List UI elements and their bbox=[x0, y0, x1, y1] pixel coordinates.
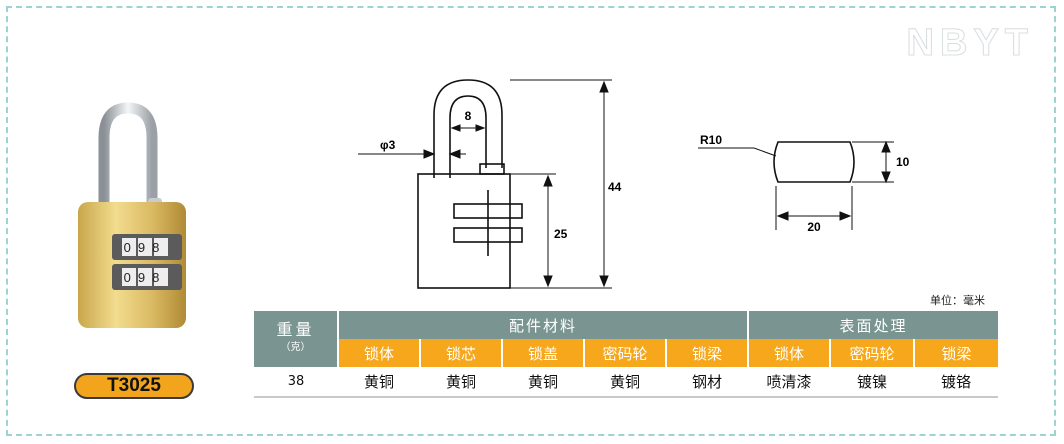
column-header: 密码轮 bbox=[583, 339, 666, 367]
weight-value: 38 bbox=[254, 367, 338, 398]
table-header-row: 锁体 锁芯 锁盖 密码轮 锁梁 锁体 密码轮 锁梁 bbox=[254, 339, 999, 367]
spec-table: 重量 （克） 配件材料 表面处理 锁体 锁芯 锁盖 密码轮 锁梁 锁体 密码轮 … bbox=[254, 311, 999, 398]
unit-label: 单位：毫米 bbox=[930, 294, 985, 307]
column-header: 锁梁 bbox=[913, 339, 999, 367]
column-header: 锁体 bbox=[747, 339, 831, 367]
dim-radius: R10 bbox=[700, 133, 722, 147]
table-row: 38 黄铜 黄铜 黄铜 黄铜 钢材 喷清漆 镀镍 镀铬 bbox=[254, 367, 999, 398]
weight-unit: （克） bbox=[280, 342, 311, 353]
table-group-row: 重量 （克） 配件材料 表面处理 bbox=[254, 311, 999, 367]
weight-label: 重量 bbox=[276, 320, 315, 339]
column-header: 密码轮 bbox=[829, 339, 915, 367]
weight-header: 重量 （克） bbox=[254, 311, 339, 367]
dial-digits-top: 098 bbox=[124, 240, 167, 255]
table-cell: 钢材 bbox=[666, 367, 749, 398]
group-materials: 配件材料 bbox=[338, 311, 749, 339]
dim-body-height: 25 bbox=[554, 227, 568, 241]
group-finish: 表面处理 bbox=[747, 311, 999, 339]
column-header: 锁梁 bbox=[664, 339, 749, 367]
column-header: 锁盖 bbox=[501, 339, 584, 367]
column-header: 锁体 bbox=[338, 339, 420, 367]
model-badge: T3025 bbox=[74, 373, 194, 399]
table-cell: 黄铜 bbox=[338, 367, 420, 398]
table-cell: 喷清漆 bbox=[748, 367, 831, 398]
table-cell: 黄铜 bbox=[420, 367, 502, 398]
front-view-drawing: 8 φ3 44 25 bbox=[358, 79, 622, 289]
table-cell: 黄铜 bbox=[584, 367, 666, 398]
table-cell: 黄铜 bbox=[502, 367, 584, 398]
dim-shackle-diameter: φ3 bbox=[380, 138, 396, 152]
dim-thickness: 10 bbox=[896, 155, 910, 169]
table-cell: 镀镍 bbox=[830, 367, 915, 398]
brand-watermark: NBYT bbox=[906, 22, 1034, 65]
padlock-photo: 098 098 bbox=[78, 102, 186, 328]
column-header: 锁芯 bbox=[419, 339, 502, 367]
side-view-drawing: R10 10 20 bbox=[698, 133, 910, 234]
dim-total-height: 44 bbox=[608, 180, 622, 194]
dim-shackle-width: 8 bbox=[465, 109, 472, 123]
page-border bbox=[6, 6, 1056, 436]
dial-digits-bottom: 098 bbox=[124, 270, 167, 285]
dim-width: 20 bbox=[807, 220, 821, 234]
table-cell: 镀铬 bbox=[914, 367, 999, 398]
